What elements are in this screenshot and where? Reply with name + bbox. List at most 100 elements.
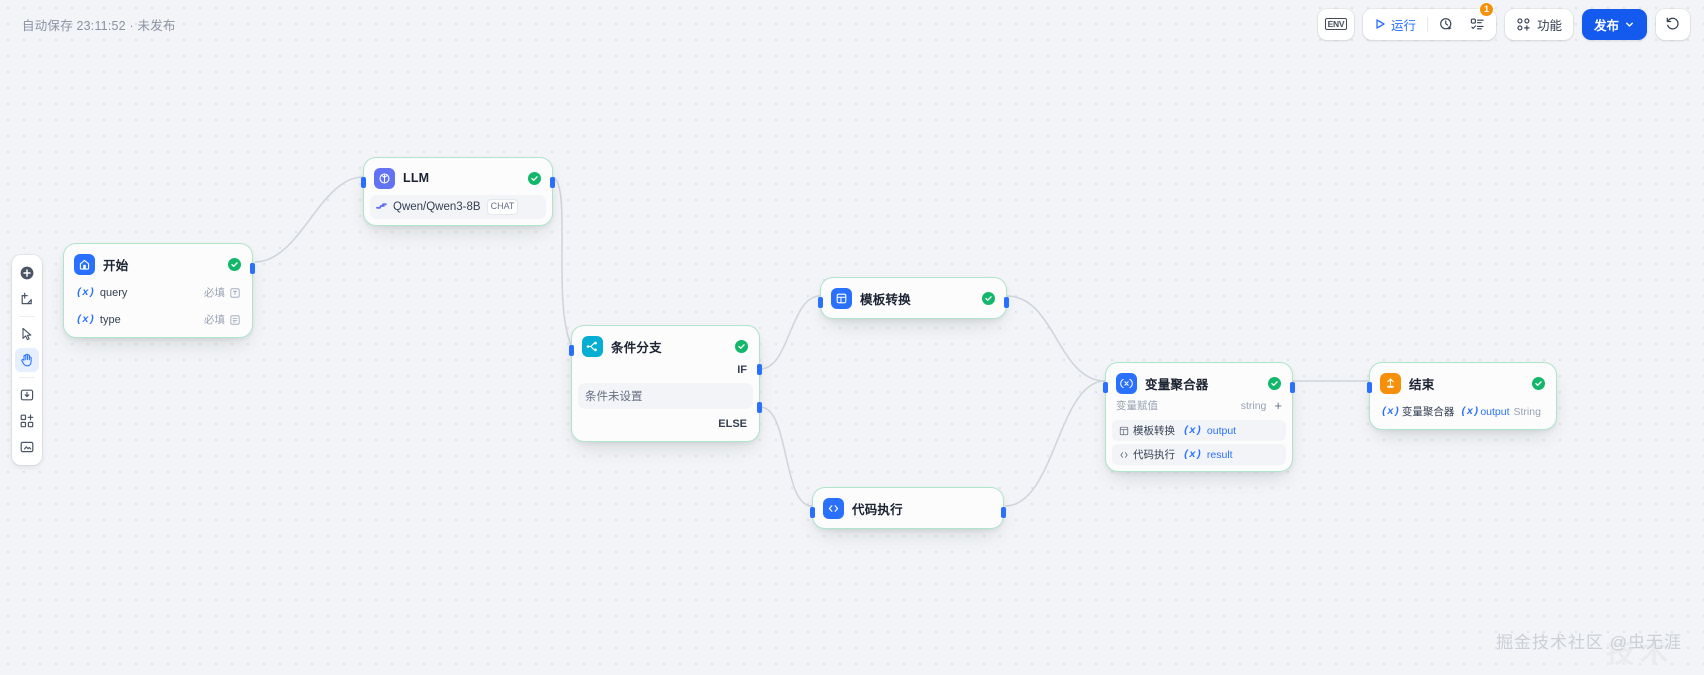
toolbar-divider bbox=[1426, 16, 1428, 32]
status-badge bbox=[1532, 376, 1545, 390]
template-icon bbox=[831, 287, 852, 309]
status-badge bbox=[228, 257, 241, 271]
aggregator-section-label: 变量赋值 string + bbox=[1116, 398, 1282, 413]
rail-divider bbox=[19, 316, 35, 317]
run-label: 运行 bbox=[1390, 18, 1416, 33]
add-note-tool[interactable] bbox=[15, 287, 39, 311]
node-input-port[interactable] bbox=[1367, 382, 1372, 393]
sticky-note-plus-icon bbox=[21, 292, 32, 305]
end-var-type: String bbox=[1513, 405, 1541, 418]
version-history-button[interactable] bbox=[1656, 8, 1690, 40]
end-var-name: output bbox=[1480, 405, 1510, 418]
text-type-icon bbox=[230, 287, 240, 298]
organize-blocks-tool[interactable] bbox=[15, 409, 39, 433]
env-icon: ENV bbox=[1324, 17, 1348, 31]
llm-model-tag: CHAT bbox=[486, 199, 519, 215]
node-header: LLM bbox=[370, 165, 546, 191]
features-label: 功能 bbox=[1536, 18, 1562, 33]
publish-button[interactable]: 发布 bbox=[1581, 8, 1647, 40]
node-output-port[interactable] bbox=[1001, 507, 1006, 518]
aggregator-add-button[interactable]: + bbox=[1274, 398, 1282, 413]
end-icon bbox=[1380, 372, 1401, 394]
play-icon bbox=[1376, 19, 1385, 29]
variable-x-icon bbox=[1116, 372, 1137, 394]
home-start-icon bbox=[74, 253, 95, 275]
aggregator-item-source: 模板转换 bbox=[1133, 425, 1175, 437]
watermark: 掘金技术社区 @虫无涯 bbox=[1496, 633, 1682, 652]
aggregator-item-source: 代码执行 bbox=[1133, 449, 1175, 461]
node-header: 开始 bbox=[70, 251, 246, 277]
node-header: 结束 bbox=[1376, 370, 1550, 396]
variable-prefix: (x) bbox=[1381, 405, 1400, 418]
node-variable-aggregator[interactable]: 变量聚合器 变量赋值 string + 模板转换 (x) output 代码执行 bbox=[1103, 362, 1295, 472]
status-badge bbox=[735, 339, 748, 353]
status-badge bbox=[1268, 376, 1281, 390]
variable-prefix: (x) bbox=[1183, 424, 1202, 437]
export-image-tool[interactable] bbox=[15, 435, 39, 459]
node-code[interactable]: 代码执行 bbox=[810, 487, 1006, 529]
hand-tool[interactable] bbox=[15, 348, 39, 372]
history-revert-icon bbox=[1666, 17, 1679, 30]
variable-name: type bbox=[99, 313, 121, 326]
condition-else-label: ELSE bbox=[718, 418, 747, 430]
features-icon bbox=[1517, 17, 1530, 31]
aggregator-item[interactable]: 模板转换 (x) output bbox=[1112, 420, 1286, 441]
node-input-port[interactable] bbox=[818, 297, 823, 308]
node-end[interactable]: 结束 (x) 变量聚合器 (x) output String bbox=[1367, 362, 1557, 430]
node-output-port[interactable] bbox=[1290, 382, 1295, 393]
llm-icon bbox=[374, 167, 395, 189]
export-frame-icon bbox=[20, 441, 34, 453]
node-title: 代码执行 bbox=[852, 502, 903, 517]
node-output-port[interactable] bbox=[1004, 297, 1009, 308]
features-button[interactable]: 功能 bbox=[1504, 8, 1573, 40]
canvas-tool-rail bbox=[12, 255, 42, 465]
node-title: 开始 bbox=[103, 258, 129, 273]
node-header: 代码执行 bbox=[819, 495, 997, 521]
status-badge bbox=[528, 171, 541, 185]
node-title: 结束 bbox=[1409, 377, 1435, 392]
run-history-button[interactable] bbox=[1432, 12, 1461, 37]
end-output-row: (x) 变量聚合器 (x) output String bbox=[1376, 400, 1550, 423]
provider-icon bbox=[376, 201, 387, 212]
checklist-button[interactable]: 1 bbox=[1463, 1, 1494, 37]
start-var-row: (x) type 必填 bbox=[70, 308, 246, 331]
start-var-row: (x) query 必填 bbox=[70, 281, 246, 304]
node-else-port[interactable] bbox=[757, 402, 762, 413]
env-button[interactable]: ENV bbox=[1317, 8, 1354, 40]
variable-prefix: (x) bbox=[76, 313, 95, 326]
aggregator-item[interactable]: 代码执行 (x) result bbox=[1112, 444, 1286, 465]
node-title: 条件分支 bbox=[611, 340, 662, 355]
node-output-port[interactable] bbox=[550, 177, 555, 188]
llm-model-row: Qwen/Qwen3-8B CHAT bbox=[370, 195, 546, 219]
toolbar-actions: ENV 运行 bbox=[1317, 1, 1690, 40]
node-template[interactable]: 模板转换 bbox=[818, 277, 1009, 319]
node-if-port[interactable] bbox=[757, 364, 762, 375]
import-dsl-tool[interactable] bbox=[15, 383, 39, 407]
required-label: 必填 bbox=[204, 285, 240, 300]
pointer-tool[interactable] bbox=[15, 322, 39, 346]
cursor-arrow-icon bbox=[22, 327, 32, 341]
add-node-tool[interactable] bbox=[15, 261, 39, 285]
node-start[interactable]: 开始 (x) query 必填 (x) type 必填 bbox=[63, 243, 255, 338]
publish-label: 发布 bbox=[1593, 18, 1619, 33]
watermark-ghost: 技术 bbox=[1605, 637, 1674, 668]
run-button[interactable]: 运行 bbox=[1367, 12, 1423, 37]
checklist-badge: 1 bbox=[1478, 1, 1494, 17]
end-var-source: 变量聚合器 bbox=[1401, 406, 1455, 418]
condition-empty-text: 条件未设置 bbox=[578, 383, 753, 409]
node-input-port[interactable] bbox=[361, 177, 366, 188]
template-icon bbox=[1118, 425, 1129, 436]
node-llm[interactable]: LLM Qwen/Qwen3-8B CHAT bbox=[361, 157, 555, 226]
clock-run-icon bbox=[1440, 17, 1452, 30]
node-condition[interactable]: 条件分支 IF 条件未设置 ELSE bbox=[569, 325, 762, 442]
rail-divider-2 bbox=[19, 377, 35, 378]
variable-prefix: (x) bbox=[1183, 448, 1202, 461]
node-header: 模板转换 bbox=[827, 285, 1000, 311]
node-output-port[interactable] bbox=[250, 263, 255, 274]
node-title: 变量聚合器 bbox=[1145, 377, 1209, 392]
node-input-port[interactable] bbox=[569, 345, 574, 356]
node-input-port[interactable] bbox=[810, 507, 815, 518]
required-label: 必填 bbox=[204, 312, 240, 327]
node-header: 变量聚合器 bbox=[1112, 370, 1286, 396]
node-input-port[interactable] bbox=[1103, 382, 1108, 393]
